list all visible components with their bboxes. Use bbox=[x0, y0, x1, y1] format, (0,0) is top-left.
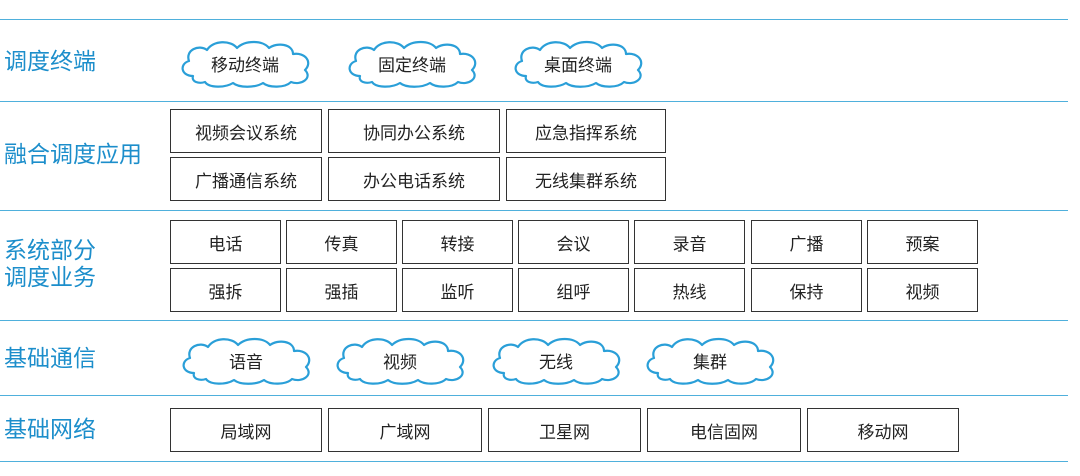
service-box: 保持 bbox=[751, 268, 862, 312]
row-label-services: 系统部分 调度业务 bbox=[4, 238, 96, 292]
cloud-label: 移动终端 bbox=[211, 55, 279, 76]
cloud-comm-wireless: 无线 bbox=[486, 335, 626, 385]
service-box: 强拆 bbox=[170, 268, 281, 312]
app-box: 协同办公系统 bbox=[328, 109, 500, 153]
app-box: 办公电话系统 bbox=[328, 157, 500, 201]
cloud-terminal-desktop: 桌面终端 bbox=[508, 38, 648, 88]
row-divider bbox=[0, 461, 1068, 462]
cloud-label: 桌面终端 bbox=[544, 55, 612, 76]
service-box: 预案 bbox=[867, 220, 978, 264]
network-box: 局域网 bbox=[170, 408, 322, 452]
cloud-shape bbox=[514, 40, 643, 88]
cloud-label: 语音 bbox=[229, 352, 263, 373]
cloud-shape bbox=[182, 337, 311, 385]
row-divider bbox=[0, 210, 1068, 211]
cloud-terminal-fixed: 固定终端 bbox=[342, 38, 482, 88]
row-divider bbox=[0, 19, 1068, 20]
cloud-shape bbox=[348, 40, 477, 88]
cloud-label: 无线 bbox=[539, 352, 573, 373]
row-label-apps: 融合调度应用 bbox=[4, 142, 142, 168]
service-box: 会议 bbox=[518, 220, 629, 264]
cloud-comm-video: 视频 bbox=[330, 335, 470, 385]
app-box: 无线集群系统 bbox=[506, 157, 666, 201]
network-box: 移动网 bbox=[807, 408, 959, 452]
cloud-terminal-mobile: 移动终端 bbox=[175, 38, 315, 88]
cloud-label: 视频 bbox=[383, 352, 417, 373]
cloud-comm-trunking: 集群 bbox=[640, 335, 780, 385]
service-box: 视频 bbox=[867, 268, 978, 312]
network-box: 电信固网 bbox=[647, 408, 801, 452]
service-box: 强插 bbox=[286, 268, 397, 312]
service-box: 广播 bbox=[751, 220, 862, 264]
service-box: 电话 bbox=[170, 220, 281, 264]
cloud-label: 固定终端 bbox=[378, 55, 446, 76]
service-box: 转接 bbox=[402, 220, 513, 264]
row-label-network: 基础网络 bbox=[4, 417, 96, 443]
row-label-line: 调度业务 bbox=[4, 265, 96, 291]
row-divider bbox=[0, 101, 1068, 102]
row-label-comms: 基础通信 bbox=[4, 346, 96, 372]
app-box: 应急指挥系统 bbox=[506, 109, 666, 153]
cloud-shape bbox=[492, 337, 621, 385]
cloud-label: 集群 bbox=[693, 352, 727, 373]
service-box: 监听 bbox=[402, 268, 513, 312]
row-label-line: 系统部分 bbox=[4, 238, 96, 264]
cloud-shape bbox=[646, 337, 775, 385]
app-box: 广播通信系统 bbox=[170, 157, 322, 201]
network-box: 广域网 bbox=[328, 408, 482, 452]
cloud-shape bbox=[336, 337, 465, 385]
app-box: 视频会议系统 bbox=[170, 109, 322, 153]
network-box: 卫星网 bbox=[488, 408, 641, 452]
service-box: 热线 bbox=[634, 268, 745, 312]
service-box: 录音 bbox=[634, 220, 745, 264]
service-box: 组呼 bbox=[518, 268, 629, 312]
row-divider bbox=[0, 395, 1068, 396]
row-divider bbox=[0, 320, 1068, 321]
row-label-terminals: 调度终端 bbox=[4, 49, 96, 75]
service-box: 传真 bbox=[286, 220, 397, 264]
cloud-comm-voice: 语音 bbox=[176, 335, 316, 385]
cloud-shape bbox=[181, 40, 310, 88]
